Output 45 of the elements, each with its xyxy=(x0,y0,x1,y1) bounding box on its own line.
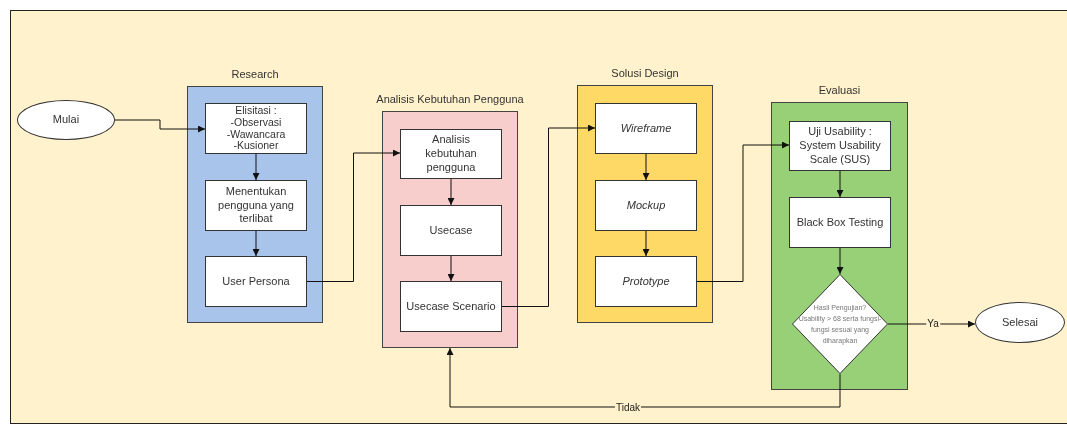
arrow xyxy=(114,119,206,133)
arrow xyxy=(306,149,401,282)
arrow xyxy=(887,320,976,328)
process-box xyxy=(400,281,502,332)
process-box xyxy=(595,256,697,307)
arrow xyxy=(836,170,844,198)
edge-label: Tidak xyxy=(614,401,642,413)
process-box xyxy=(205,103,307,154)
process-box xyxy=(205,256,307,307)
decision-diamond xyxy=(792,274,888,374)
step-text: Elisitasi : -Observasi -Wawancara -Kusioner xyxy=(226,105,286,152)
process-box xyxy=(595,180,697,231)
process-box xyxy=(400,205,502,256)
arrow xyxy=(836,247,844,275)
arrow xyxy=(446,347,841,408)
phase-heading: Analisis Kebutuhan Pengguna xyxy=(375,93,525,107)
arrow xyxy=(642,230,650,257)
phase-heading: Research xyxy=(230,68,280,82)
step-text: User Persona xyxy=(222,274,290,289)
step-text: Analisis kebutuhan pengguna xyxy=(424,133,478,175)
arrow xyxy=(642,153,650,181)
arrow xyxy=(501,124,596,307)
arrow xyxy=(252,153,260,181)
arrow xyxy=(447,255,455,282)
process-box xyxy=(205,180,307,231)
arrow xyxy=(447,178,455,206)
step-text: Usecase Scenario xyxy=(406,299,496,314)
phase-heading: Evaluasi xyxy=(817,84,862,98)
process-box xyxy=(400,129,502,179)
phase-heading: Solusi Design xyxy=(610,67,680,81)
arrow xyxy=(696,141,790,282)
step-text: Menentukan pengguna yang terlibat xyxy=(217,184,295,227)
edge-label: Ya xyxy=(926,317,940,329)
step-text: Mulai xyxy=(52,113,80,127)
step-text: Wireframe xyxy=(620,121,672,136)
step-text: Prototype xyxy=(622,274,670,289)
step-text: Uji Usability : System Usability Scale (SUS) xyxy=(798,125,882,167)
step-text: Black Box Testing xyxy=(796,215,884,230)
step-text: Selesai xyxy=(1001,315,1039,330)
step-text: Usecase xyxy=(429,223,473,238)
arrow xyxy=(252,230,260,257)
step-text: Mockup xyxy=(626,198,666,213)
process-box xyxy=(595,103,697,154)
process-box xyxy=(789,197,891,248)
process-box xyxy=(789,121,891,171)
